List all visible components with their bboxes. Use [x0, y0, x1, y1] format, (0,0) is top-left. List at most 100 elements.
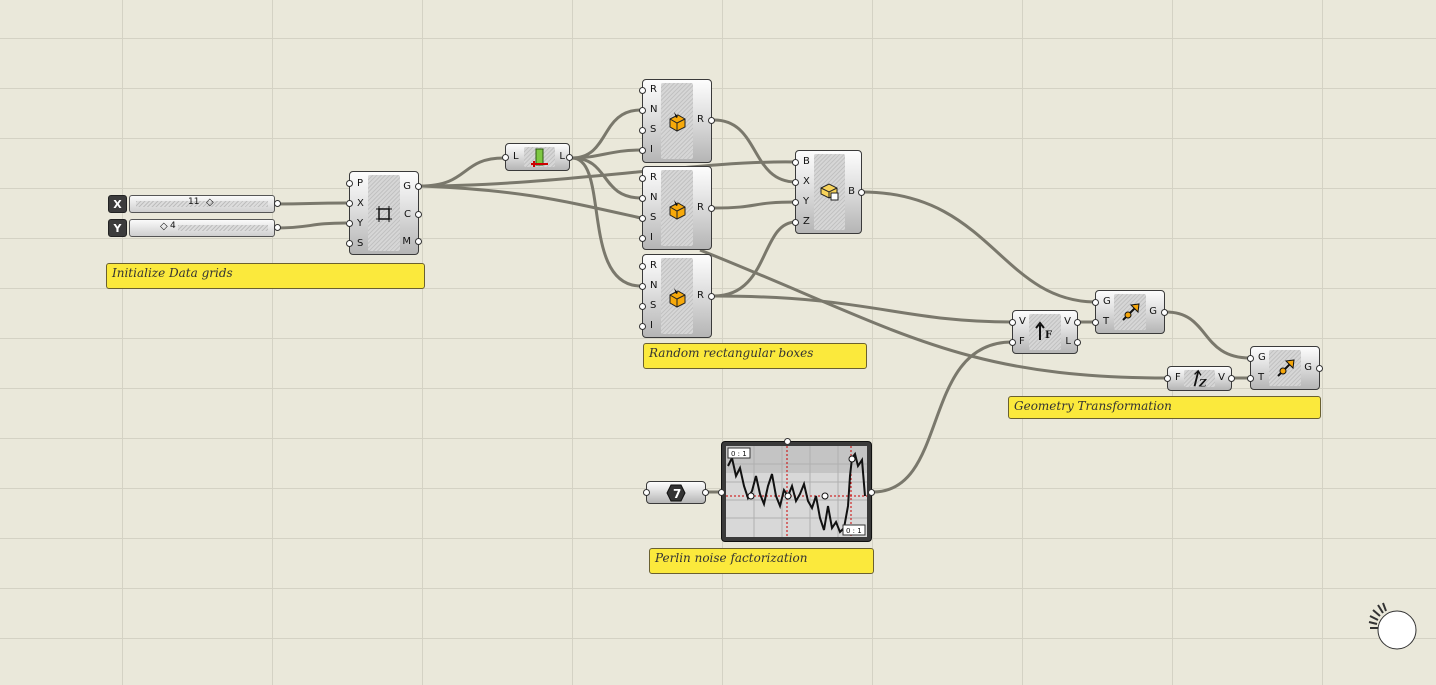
group-random-label: Random rectangular boxes	[649, 346, 814, 360]
wire	[419, 156, 505, 188]
graph-mapper[interactable]: 0 : 1 0 : 1	[718, 438, 875, 542]
random-2-port-n[interactable]	[639, 195, 646, 202]
group-geometry-transformation[interactable]: Geometry Transformation	[1008, 396, 1321, 419]
random-2-port-out[interactable]	[708, 205, 715, 212]
slider-x-handle-icon[interactable]: ◇	[206, 197, 214, 208]
random-3-port-i[interactable]	[639, 323, 646, 330]
factor-port-v-out[interactable]	[1074, 319, 1081, 326]
graph-handle-top[interactable]	[784, 438, 791, 445]
move-2-port-out[interactable]	[1316, 365, 1323, 372]
random-1-port-i[interactable]	[639, 147, 646, 154]
list-length-input: L	[513, 151, 519, 162]
slider-y-output-port[interactable]	[274, 224, 281, 231]
grid-port-p[interactable]	[346, 180, 353, 187]
graph-mapper-plot[interactable]: 0 : 1 0 : 1	[726, 446, 867, 537]
box-port-out[interactable]	[858, 189, 865, 196]
slider-y-rail[interactable]: ◇ 4	[129, 219, 275, 237]
wire	[713, 118, 797, 184]
group-perlin-noise[interactable]: Perlin noise factorization	[649, 548, 874, 574]
box-port-b[interactable]	[792, 159, 799, 166]
graph-port-in[interactable]	[718, 489, 725, 496]
grid-port-y[interactable]	[346, 220, 353, 227]
random-1-port-s[interactable]	[639, 127, 646, 134]
slider-y[interactable]: Y ◇ 4	[108, 218, 281, 238]
random-component-1[interactable]: R N S I R	[639, 79, 715, 163]
random-3-port-out[interactable]	[708, 293, 715, 300]
z-vector-port-in[interactable]	[1164, 375, 1171, 382]
list-length-component[interactable]: L L	[502, 143, 573, 171]
factor-input-v: V	[1019, 316, 1026, 327]
group-init-label: Initialize Data grids	[112, 266, 233, 280]
random-3-port-r[interactable]	[639, 263, 646, 270]
slider-x-output-port[interactable]	[274, 200, 281, 207]
grid-port-c[interactable]	[415, 211, 422, 218]
move-icon	[1122, 303, 1140, 321]
factor-port-l-out[interactable]	[1074, 339, 1081, 346]
random-1-input-n: N	[650, 104, 658, 115]
wire	[713, 200, 797, 210]
list-length-port-out[interactable]	[566, 154, 573, 161]
z-vector-component[interactable]: F V Z	[1164, 366, 1235, 391]
random-1-input-i: I	[650, 144, 653, 155]
move-1-port-out[interactable]	[1161, 309, 1168, 316]
wire	[275, 221, 347, 230]
list-length-port-in[interactable]	[502, 154, 509, 161]
slider-x-value: 11	[188, 197, 200, 207]
random-1-port-r[interactable]	[639, 87, 646, 94]
factor-component[interactable]: V F V L F	[1009, 310, 1081, 354]
unit-z-icon: Z	[1193, 369, 1207, 389]
factor-input-f: F	[1019, 336, 1025, 347]
move-component-1[interactable]: G T G	[1092, 290, 1168, 334]
move-2-input-t: T	[1258, 372, 1265, 383]
move-1-input-g: G	[1103, 296, 1111, 307]
number-port-in[interactable]	[643, 489, 650, 496]
move-2-port-g[interactable]	[1247, 355, 1254, 362]
random-3-port-n[interactable]	[639, 283, 646, 290]
move-1-port-g[interactable]	[1092, 299, 1099, 306]
random-3-input-n: N	[650, 280, 658, 291]
box-port-x[interactable]	[792, 179, 799, 186]
box-port-z[interactable]	[792, 219, 799, 226]
rectangular-grid-component[interactable]: P X Y S G C M	[346, 171, 422, 255]
wire	[275, 201, 347, 206]
random-2-input-i: I	[650, 232, 653, 243]
slider-y-tag: Y	[108, 219, 127, 237]
move-1-port-t[interactable]	[1092, 319, 1099, 326]
slider-x[interactable]: X 11 ◇	[108, 194, 281, 214]
grid-port-m[interactable]	[415, 238, 422, 245]
grid-port-x[interactable]	[346, 200, 353, 207]
z-vector-output-v: V	[1218, 372, 1225, 383]
grid-port-s[interactable]	[346, 240, 353, 247]
number-port-out[interactable]	[702, 489, 709, 496]
random-2-port-s[interactable]	[639, 215, 646, 222]
wire	[872, 340, 1013, 494]
random-1-port-n[interactable]	[639, 107, 646, 114]
random-1-port-out[interactable]	[708, 117, 715, 124]
canvas-navigation-widget[interactable]	[1364, 600, 1420, 652]
move-2-port-t[interactable]	[1247, 375, 1254, 382]
random-3-output-r: R	[697, 290, 704, 301]
number-parameter[interactable]: 7	[643, 481, 709, 504]
random-2-port-i[interactable]	[639, 235, 646, 242]
grid-port-g[interactable]	[415, 183, 422, 190]
box-component[interactable]: B X Y Z B	[792, 150, 865, 234]
random-2-input-n: N	[650, 192, 658, 203]
group-random-rectangular-boxes[interactable]: Random rectangular boxes	[643, 343, 867, 369]
box-port-y[interactable]	[792, 199, 799, 206]
group-init-data-grids[interactable]: Initialize Data grids	[106, 263, 425, 289]
graph-port-out[interactable]	[868, 489, 875, 496]
random-component-2[interactable]: R N S I R	[639, 166, 715, 250]
factor-port-f-in[interactable]	[1009, 339, 1016, 346]
random-1-input-s: S	[650, 124, 657, 135]
z-vector-port-out[interactable]	[1228, 375, 1235, 382]
factor-port-v-in[interactable]	[1009, 319, 1016, 326]
random-component-3[interactable]: R N S I R	[639, 254, 715, 338]
slider-y-handle-icon[interactable]: ◇	[160, 221, 168, 232]
slider-x-rail[interactable]: 11 ◇	[129, 195, 275, 213]
move-component-2[interactable]: G T G	[1247, 346, 1323, 390]
group-perlin-label: Perlin noise factorization	[655, 551, 808, 565]
random-3-port-s[interactable]	[639, 303, 646, 310]
random-2-port-r[interactable]	[639, 175, 646, 182]
wire	[699, 248, 1169, 380]
